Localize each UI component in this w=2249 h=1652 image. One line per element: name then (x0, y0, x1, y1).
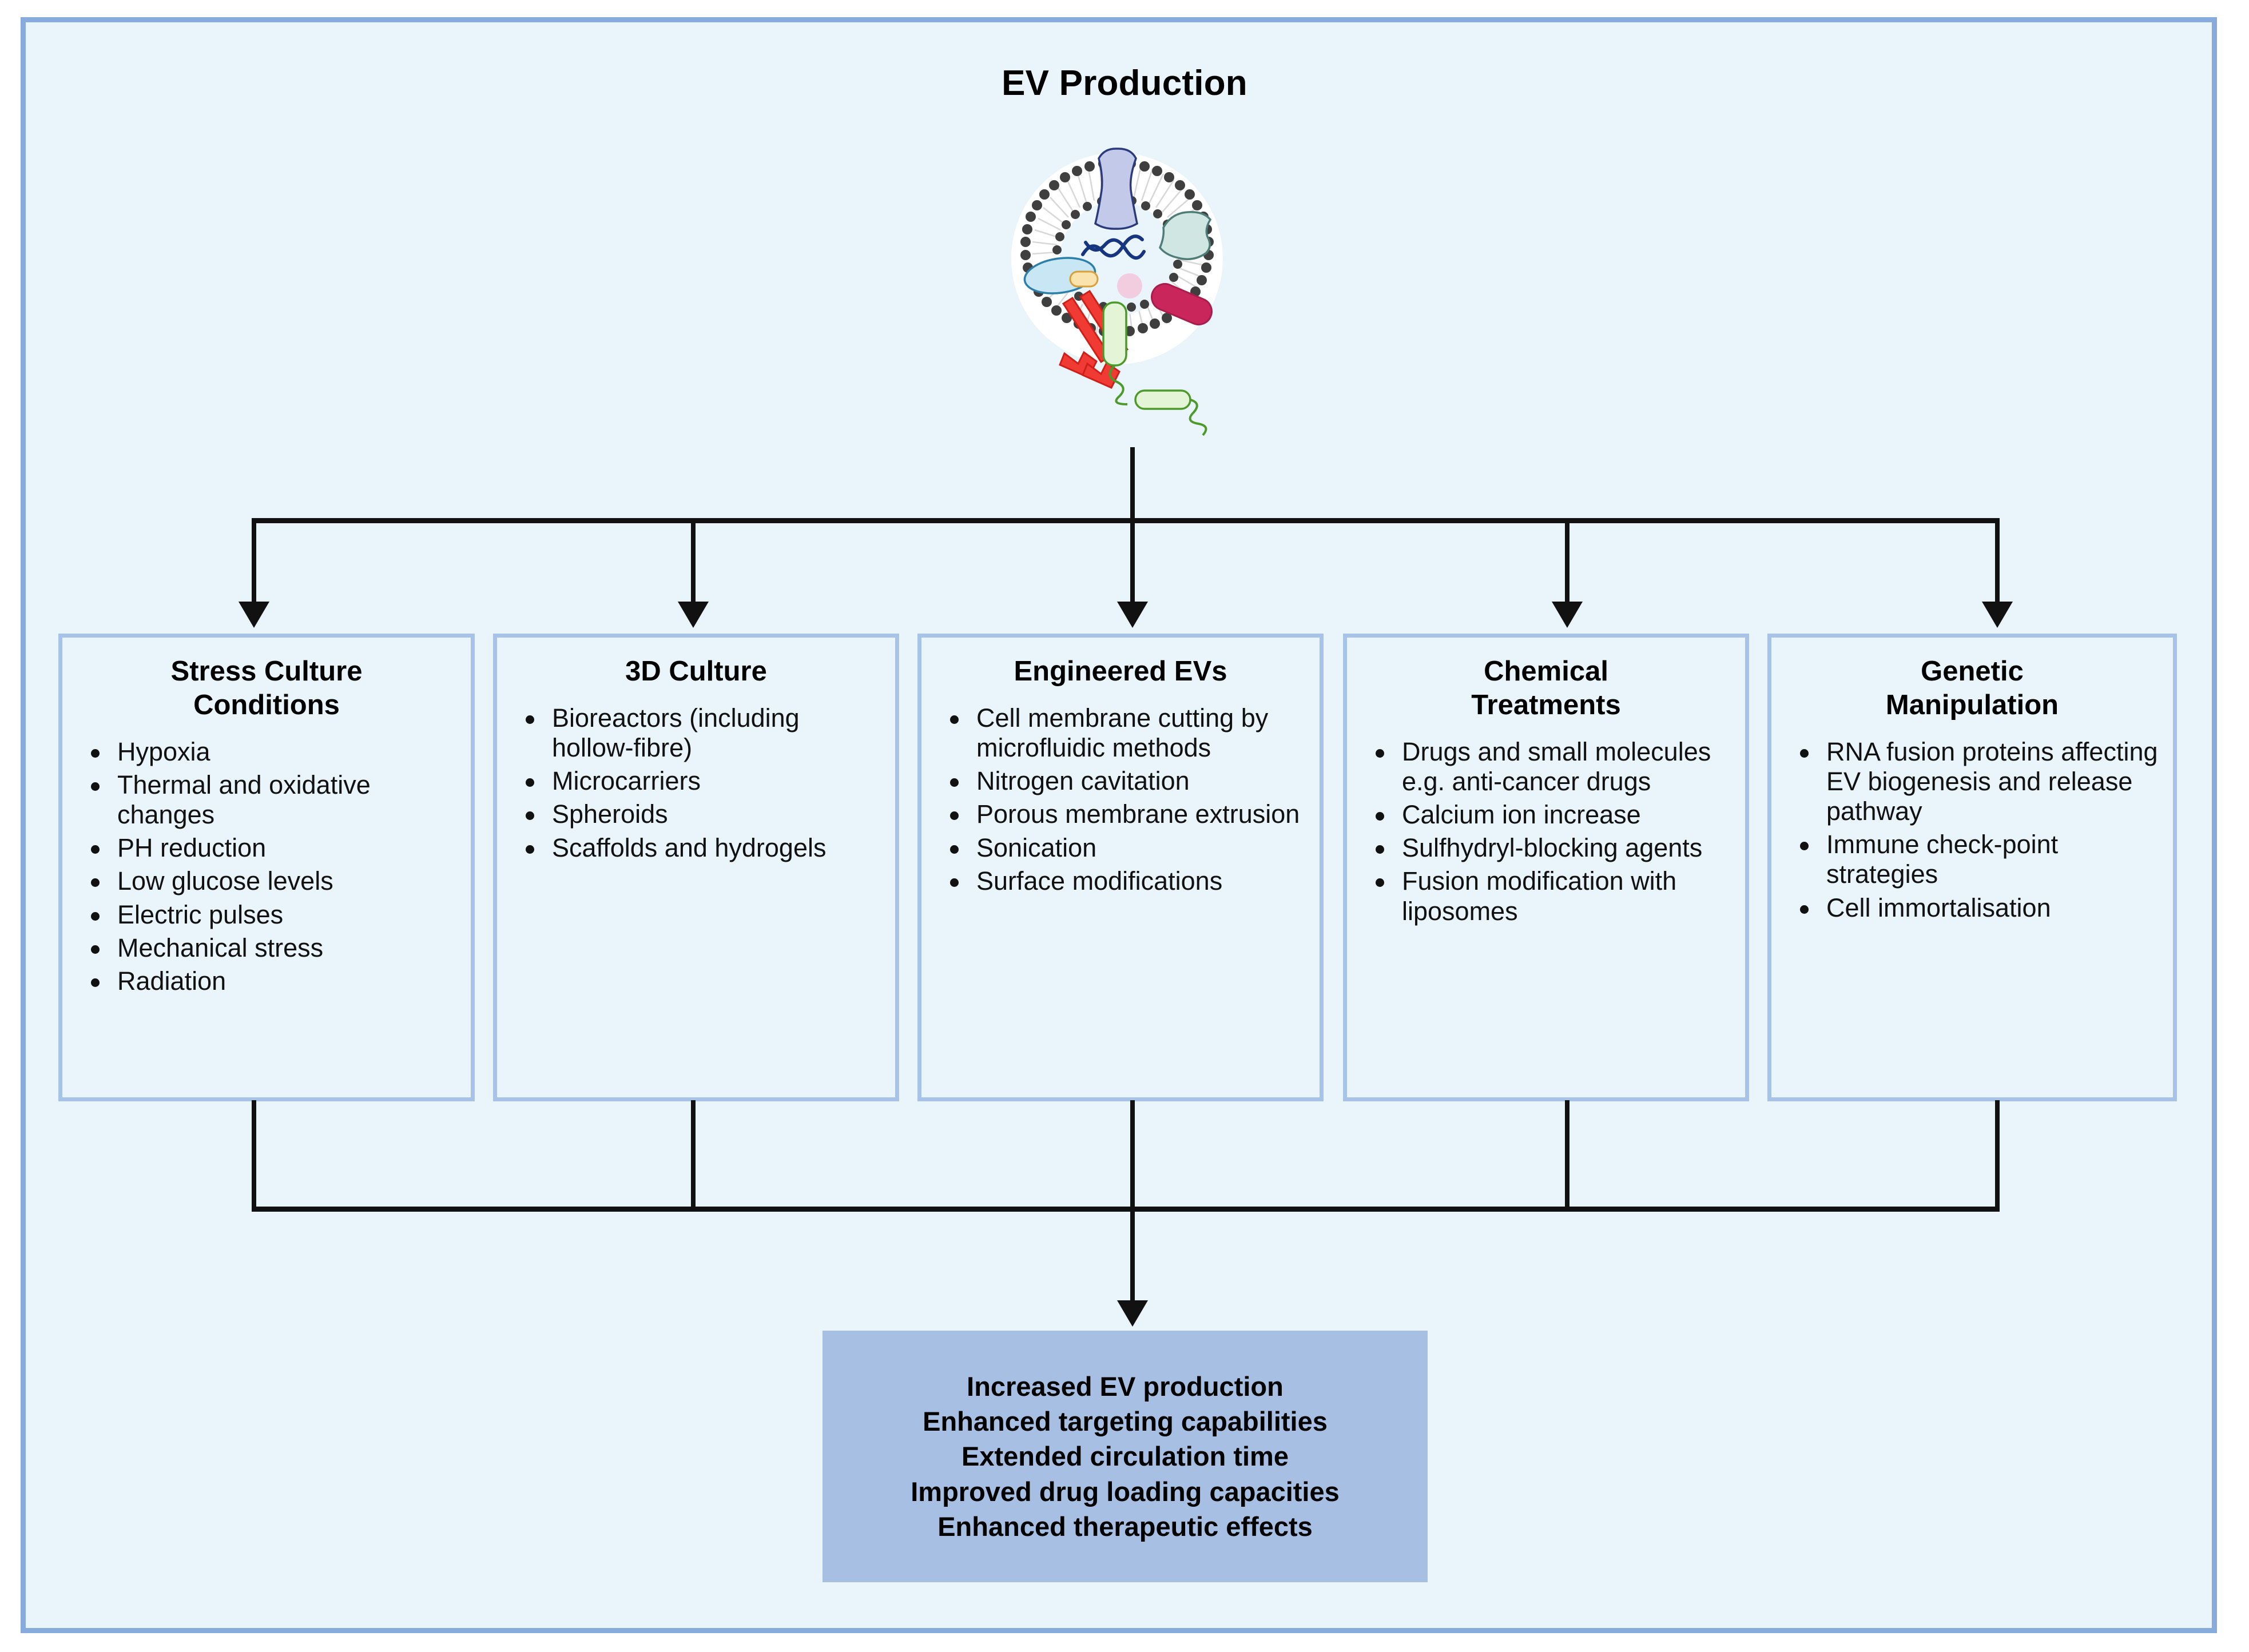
list-item: Nitrogen cavitation (950, 766, 1305, 796)
category-title: Engineered EVs (1014, 656, 1227, 687)
list-item: Spheroids (526, 799, 880, 829)
connector-drop-4 (1565, 518, 1569, 604)
page-title: EV Production (1002, 63, 1247, 103)
outcome-line: Increased EV production (967, 1371, 1284, 1402)
list-item: Microcarriers (526, 766, 880, 796)
list-item: Fusion modification with liposomes (1376, 866, 1730, 926)
connector-trunk-bottom (1130, 1207, 1135, 1302)
arrowhead-1 (239, 602, 269, 628)
extracellular-vesicle-icon (968, 133, 1266, 441)
category-item-list: RNA fusion proteins affecting EV biogene… (1771, 737, 2173, 923)
category-title: Stress Culture Conditions (170, 656, 363, 720)
list-item: Scaffolds and hydrogels (526, 833, 880, 863)
list-item: Porous membrane extrusion (950, 799, 1305, 829)
category-box-3d-culture[interactable]: 3D Culture Bioreactors (including hollow… (493, 634, 899, 1101)
list-item: Sonication (950, 833, 1305, 863)
connector-drop-2 (691, 518, 696, 604)
category-title: Chemical Treatments (1471, 656, 1621, 720)
list-item: Sulfhydryl-blocking agents (1376, 833, 1730, 863)
category-item-list: Hypoxia Thermal and oxidative changes PH… (62, 737, 471, 997)
outcome-line: Improved drug loading capacities (911, 1476, 1340, 1507)
list-item: Immune check-point strategies (1800, 830, 2158, 889)
category-title: 3D Culture (625, 656, 767, 687)
list-item: Low glucose levels (91, 866, 456, 896)
category-item-list: Bioreactors (including hollow-fibre) Mic… (497, 703, 895, 863)
list-item: Surface modifications (950, 866, 1305, 896)
connector-bus-bottom (252, 1207, 1997, 1212)
category-box-chemical-treatments[interactable]: Chemical Treatments Drugs and small mole… (1343, 634, 1749, 1101)
list-item: Electric pulses (91, 900, 456, 930)
list-item: Cell membrane cutting by microfluidic me… (950, 703, 1305, 763)
list-item: Radiation (91, 966, 456, 996)
outcome-line: Enhanced targeting capabilities (923, 1406, 1328, 1437)
list-item: Thermal and oxidative changes (91, 770, 456, 830)
arrowhead-5 (1982, 602, 2013, 628)
category-box-engineered-evs[interactable]: Engineered EVs Cell membrane cutting by … (917, 634, 1324, 1101)
category-item-list: Drugs and small molecules e.g. anti-canc… (1347, 737, 1745, 926)
category-box-stress-culture-conditions[interactable]: Stress Culture Conditions Hypoxia Therma… (58, 634, 475, 1101)
arrowhead-3 (1117, 602, 1148, 628)
outcome-line: Enhanced therapeutic effects (937, 1511, 1313, 1542)
list-item: RNA fusion proteins affecting EV biogene… (1800, 737, 2158, 826)
arrowhead-4 (1552, 602, 1583, 628)
list-item: Drugs and small molecules e.g. anti-canc… (1376, 737, 1730, 797)
connector-rise-1 (252, 1100, 256, 1212)
list-item: PH reduction (91, 833, 456, 863)
connector-drop-3 (1130, 518, 1135, 604)
connector-rise-4 (1565, 1100, 1569, 1212)
list-item: Calcium ion increase (1376, 800, 1730, 830)
arrowhead-outcome (1117, 1300, 1148, 1327)
connector-drop-1 (252, 518, 256, 604)
connector-bus-top (252, 518, 1997, 523)
connector-drop-5 (1995, 518, 2000, 604)
list-item: Mechanical stress (91, 933, 456, 963)
outcome-box[interactable]: Increased EV production Enhanced targeti… (822, 1331, 1428, 1582)
connector-rise-5 (1995, 1100, 2000, 1212)
category-box-genetic-manipulation[interactable]: Genetic Manipulation RNA fusion proteins… (1767, 634, 2177, 1101)
outcome-line: Extended circulation time (961, 1441, 1289, 1472)
list-item: Hypoxia (91, 737, 456, 767)
category-title: Genetic Manipulation (1885, 656, 2059, 720)
list-item: Bioreactors (including hollow-fibre) (526, 703, 880, 763)
connector-rise-2 (691, 1100, 696, 1212)
connector-rise-3 (1130, 1100, 1135, 1212)
list-item: Cell immortalisation (1800, 893, 2158, 923)
connector-trunk-top (1130, 447, 1135, 523)
category-item-list: Cell membrane cutting by microfluidic me… (921, 703, 1320, 896)
arrowhead-2 (678, 602, 709, 628)
